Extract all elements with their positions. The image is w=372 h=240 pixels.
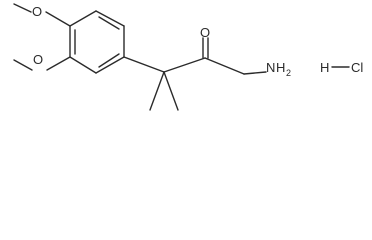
bond-o-top-ring — [45, 11, 71, 27]
bond-methyl-top — [13, 3, 32, 13]
hcl-cl-label: Cl — [351, 60, 363, 75]
bond-carbonyl-ch2 — [204, 57, 245, 75]
bond-methyl-q1 — [149, 71, 165, 111]
bond-quaternary-carbonyl — [163, 57, 206, 73]
bond-methyl-left — [13, 59, 33, 71]
benzene-ring — [69, 10, 125, 74]
carbonyl-oxygen-label: O — [200, 25, 210, 40]
bond-methyl-q2 — [163, 71, 179, 111]
hcl-h-label: H — [320, 60, 329, 75]
bond-ring-quaternary — [123, 56, 165, 73]
oxygen-top-label: O — [32, 4, 42, 19]
amine-h-label: H — [276, 60, 285, 75]
chemical-structure: O O O N H 2 H Cl — [13, 3, 363, 111]
bond-ch2-amine — [243, 71, 267, 75]
oxygen-left-label: O — [33, 52, 43, 67]
amine-h-subscript: 2 — [286, 68, 291, 78]
bond-ring-o-left — [46, 56, 71, 71]
amine-n-label: N — [266, 60, 275, 75]
